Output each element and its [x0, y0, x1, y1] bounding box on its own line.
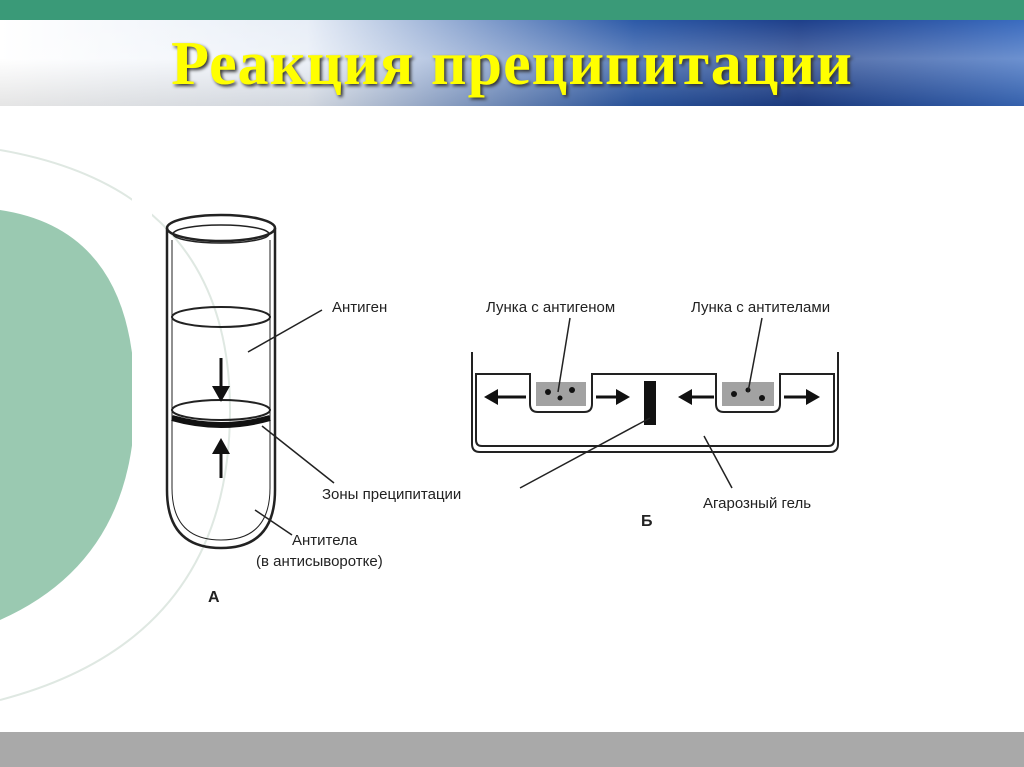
test-tube: [165, 213, 277, 550]
dish-outline: [471, 352, 839, 453]
arrow-right-icon: [616, 389, 630, 405]
arrow-left-icon: [484, 389, 498, 405]
arrow-right-icon: [806, 389, 820, 405]
label-antigen-well: Лунка с антигеном: [486, 299, 615, 316]
arrow-up-icon: [212, 438, 230, 454]
label-precipitation-zones: Зоны преципитации: [322, 486, 461, 503]
side-decoration-arc: [0, 149, 232, 701]
label-panel-b: Б: [641, 513, 653, 530]
side-decoration: [0, 210, 135, 620]
precipitation-line: [644, 381, 656, 425]
tube-body: [165, 228, 277, 550]
label-agarose-gel: Агарозный гель: [703, 495, 811, 512]
bottom-bar: [0, 732, 1024, 767]
top-accent-bar: [0, 0, 1024, 20]
antigen-well-fill: [536, 382, 586, 406]
arrow-down-icon: [212, 386, 230, 402]
gel-plate: [471, 352, 839, 453]
title-banner: [0, 20, 1024, 106]
label-antibodies: Антитела: [292, 532, 358, 549]
label-antibody-well: Лунка с антителами: [691, 299, 830, 316]
antibody-well-fill: [722, 382, 774, 406]
antigen-surface: [171, 306, 271, 328]
label-antigen: Антиген: [332, 299, 387, 316]
antibody-surface: [171, 399, 271, 421]
slide-title: Реакция преципитации: [171, 30, 853, 98]
precipitation-band: [171, 415, 271, 428]
precipitation-diagram: Антиген Зоны преципитации Антитела (в ан…: [0, 149, 839, 701]
label-panel-a: А: [208, 589, 220, 606]
arrow-left-icon: [678, 389, 692, 405]
label-antiserum: (в антисыворотке): [256, 553, 383, 570]
